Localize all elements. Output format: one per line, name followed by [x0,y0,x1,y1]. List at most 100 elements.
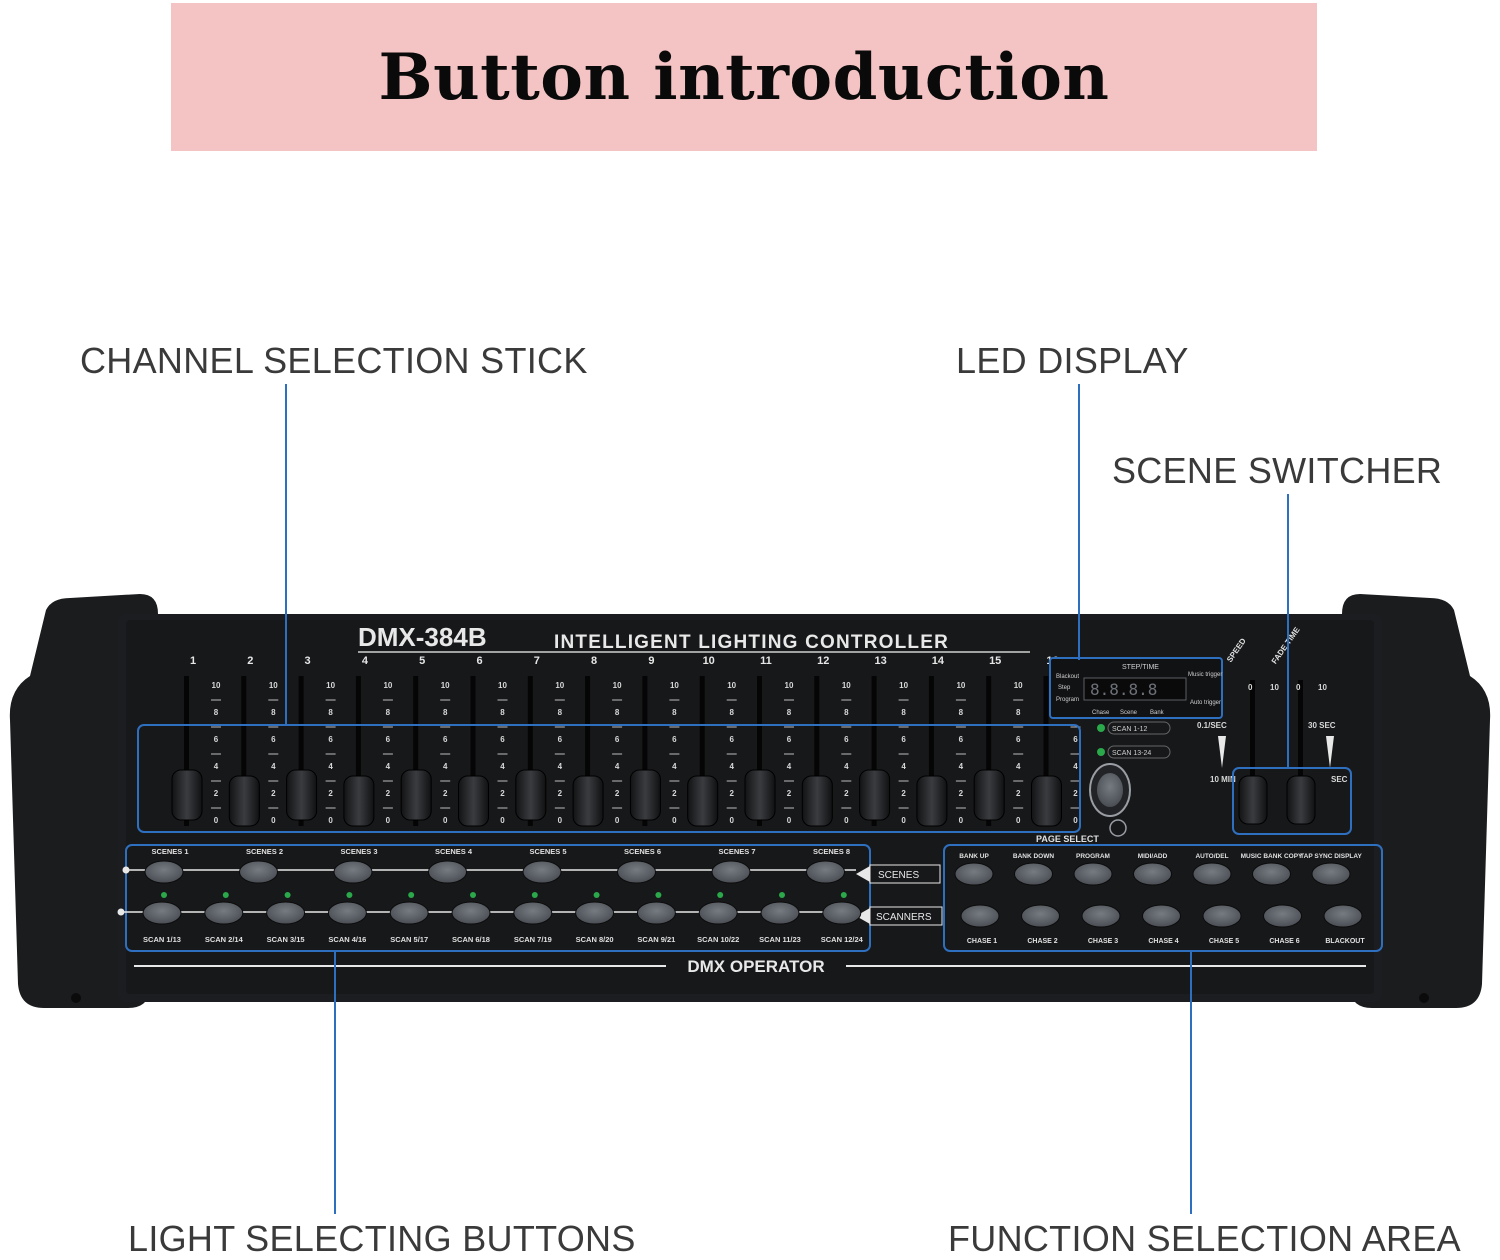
fader-knob[interactable] [515,769,547,821]
chase-button[interactable] [1323,904,1363,928]
fader-slot [699,676,705,826]
scan-button[interactable] [760,901,800,925]
function-button[interactable] [1014,862,1053,886]
fader-scale-label: 4 [959,762,964,771]
fader-knob[interactable] [859,769,891,821]
scan-indicator-led [161,892,167,898]
chase-button[interactable] [1021,904,1060,928]
fader-knob[interactable] [343,775,375,827]
chase-button[interactable] [1142,904,1181,928]
page-select-button[interactable] [1097,773,1123,807]
scene-button[interactable] [711,860,751,884]
scan-button[interactable] [142,901,182,925]
fader-knob[interactable] [801,775,833,827]
scan-button[interactable] [266,901,306,925]
fader-scale-label: 8 [729,708,734,717]
scene-button[interactable] [806,860,845,884]
fader-knob[interactable] [228,775,260,827]
scan-button[interactable] [204,901,244,925]
scan-button[interactable] [389,901,429,925]
fader-scale-label: 0 [959,816,964,825]
scene-button-label: SCENES 6 [624,847,661,856]
fader-scale-label: 2 [271,789,276,798]
scan-button[interactable] [451,901,491,925]
fader-knob[interactable] [572,775,604,827]
fader-knob[interactable] [973,769,1005,821]
fader-scale-label: 4 [1073,762,1078,771]
fader-scale-label: 0 [672,816,677,825]
fader-slot [241,676,247,826]
speed-knob[interactable] [1238,775,1268,825]
channel-number: 4 [362,655,369,667]
scenes-tag [869,864,941,884]
fader-knob[interactable] [458,775,489,827]
bus-endpoint-icon [122,866,130,874]
scan-button[interactable] [698,901,738,925]
function-button[interactable] [1252,862,1291,886]
channel-number: 10 [703,655,715,667]
scene-button[interactable] [617,860,656,884]
chase-button[interactable] [1081,904,1121,928]
fader-knob[interactable] [687,775,719,827]
chase-button[interactable] [960,904,1000,928]
function-button[interactable] [954,862,994,886]
function-button[interactable] [1192,862,1232,886]
fader-scale-label: 6 [386,735,391,744]
channel-stick-highlight [137,724,1081,833]
scan-button-label: SCAN 4/16 [328,935,366,944]
scan-button[interactable] [636,901,676,925]
scan-button[interactable] [822,901,862,925]
scene-button[interactable] [239,860,278,884]
scanners-arrow-icon [856,908,870,924]
fader-scale-label: 6 [443,735,448,744]
fade-time-knob[interactable] [1286,775,1316,825]
fader-knob[interactable] [744,769,776,821]
fader-scale-label: 8 [443,708,448,717]
fader-scale-label: 8 [328,708,333,717]
scene-button[interactable] [333,860,373,884]
fader-scale-label: 6 [844,735,849,744]
fader-scale-label: 6 [558,735,563,744]
scan-button[interactable] [513,901,553,925]
chase-button[interactable] [1263,904,1302,928]
fader-knob[interactable] [629,769,661,821]
function-button[interactable] [1073,862,1113,886]
fader-scale-label: 2 [729,789,734,798]
led-program: Program [1056,697,1079,703]
scan-1-12-label: SCAN 1-12 [1112,726,1148,733]
function-button[interactable] [1133,862,1172,886]
fader-slot [184,676,189,826]
fader-knob[interactable] [1031,775,1062,827]
fader-scale-label: 8 [959,708,964,717]
scan-indicator-led [840,892,847,898]
scan-button[interactable] [327,901,367,925]
fader-scale-label: 10 [326,681,335,690]
scan-button-label: SCAN 6/18 [452,935,490,944]
fader-knob[interactable] [400,769,432,821]
led-step-time: STEP/TIME [1122,664,1159,671]
fader-scale-label: 6 [729,735,734,744]
function-button-label: BANK DOWN [1013,853,1054,860]
chase-button-label: CHASE 5 [1209,938,1239,945]
function-button[interactable] [1311,862,1351,886]
fader-knob[interactable] [916,775,948,827]
scene-button[interactable] [522,860,562,884]
function-button-label: PROGRAM [1076,853,1110,860]
fader-slot [355,676,361,826]
fader-scale-label: 2 [844,789,849,798]
fader-knob[interactable] [171,769,203,821]
fader-slot [1250,680,1255,820]
fader-scale-label: 10 [498,681,507,690]
fader-scale-label: 8 [558,708,563,717]
fader-scale-label: 6 [500,735,505,744]
fader-knob[interactable] [286,769,318,821]
page-select-label: PAGE SELECT [1036,834,1099,844]
chase-button[interactable] [1202,904,1242,928]
fader-scale-label: 0 [615,816,620,825]
scene-button[interactable] [428,860,467,884]
scene-button[interactable] [144,860,184,884]
fader-scale-label: 8 [271,708,276,717]
fader-scale-label: 4 [787,762,792,771]
scan-button[interactable] [575,901,615,925]
